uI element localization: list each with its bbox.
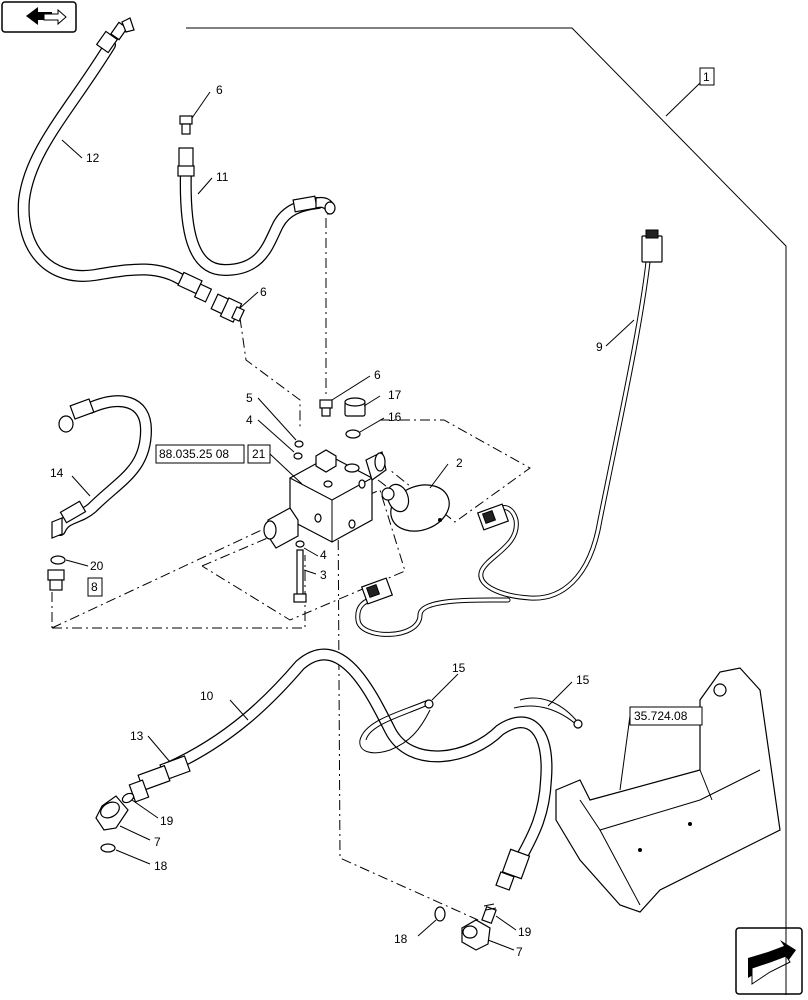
boxed-item-8[interactable]: 8	[87, 577, 103, 597]
clamp-15-left	[359, 699, 434, 754]
callout-14: 14	[50, 466, 64, 480]
o-ring-18-left	[100, 843, 116, 853]
group-bracket-line	[186, 27, 787, 995]
callout-15-right: 15	[576, 673, 590, 687]
callout-18-left: 18	[154, 859, 168, 873]
hose-12	[17, 17, 213, 303]
callout-4-lower: 4	[320, 548, 327, 562]
callout-9: 9	[596, 340, 603, 354]
hose-10	[159, 648, 553, 891]
callouts: 6 12 11 6 9 6 17 16 5 4 2 14 4 20 3 15 1…	[50, 83, 603, 959]
callout-2: 2	[456, 456, 463, 470]
callout-12: 12	[86, 151, 100, 165]
bolt-3	[293, 549, 307, 603]
o-ring-20	[50, 555, 66, 565]
callout-17: 17	[388, 388, 402, 402]
washer-4-lower	[295, 540, 305, 548]
callout-18-right: 18	[394, 932, 408, 946]
harness-9	[355, 229, 663, 637]
reference-35-724-08[interactable]: 35.724.08	[629, 706, 703, 726]
plug-17	[344, 397, 366, 417]
callout-15-left: 15	[452, 661, 466, 675]
valve-block	[263, 449, 387, 549]
svg-text:21: 21	[252, 447, 266, 461]
callout-11: 11	[216, 170, 229, 184]
boxed-item-1[interactable]: 1	[699, 67, 715, 86]
mounting-bracket	[555, 667, 781, 913]
callout-20: 20	[90, 559, 104, 573]
reference-88-035-25-08[interactable]: 88.035.25 08	[155, 444, 245, 464]
o-ring-19-right	[483, 903, 497, 911]
nav-previous-icon[interactable]	[1, 1, 77, 33]
svg-text:8: 8	[91, 580, 98, 594]
fitting-8	[47, 569, 65, 591]
fitting-6-center	[319, 399, 333, 417]
elbow-7-right	[461, 905, 497, 951]
callout-7-right: 7	[516, 945, 523, 959]
callout-19-right: 19	[518, 925, 532, 939]
fitting-6-left	[210, 293, 245, 323]
washer-4-upper	[293, 452, 303, 460]
washer-5	[294, 440, 304, 448]
fitting-6-top	[179, 115, 193, 135]
svg-text:35.724.08: 35.724.08	[634, 709, 688, 723]
leader-lines	[61, 91, 635, 951]
hose-11	[177, 147, 336, 277]
callout-3: 3	[320, 568, 327, 582]
clamp-15-right	[513, 697, 583, 729]
fitting-13	[128, 764, 171, 803]
nav-next-icon[interactable]	[735, 927, 803, 995]
callout-6-top: 6	[216, 83, 223, 97]
svg-text:88.035.25 08: 88.035.25 08	[159, 447, 229, 461]
o-ring-19-left	[121, 792, 135, 804]
callout-19-left: 19	[160, 814, 174, 828]
callout-6-center: 6	[374, 368, 381, 382]
boxed-item-21[interactable]: 21	[247, 444, 271, 464]
elbow-7-left	[95, 795, 129, 831]
callout-16: 16	[388, 410, 402, 424]
callout-4-upper: 4	[246, 413, 253, 427]
callout-5: 5	[246, 391, 253, 405]
callout-6-left: 6	[260, 285, 267, 299]
o-ring-18-right	[434, 906, 446, 922]
hose-14	[51, 395, 153, 539]
svg-text:1: 1	[703, 70, 710, 84]
callout-10: 10	[200, 689, 214, 703]
accumulator-2	[381, 483, 450, 532]
callout-7-left: 7	[154, 835, 161, 849]
o-ring-16	[345, 429, 361, 439]
callout-13: 13	[130, 729, 144, 743]
